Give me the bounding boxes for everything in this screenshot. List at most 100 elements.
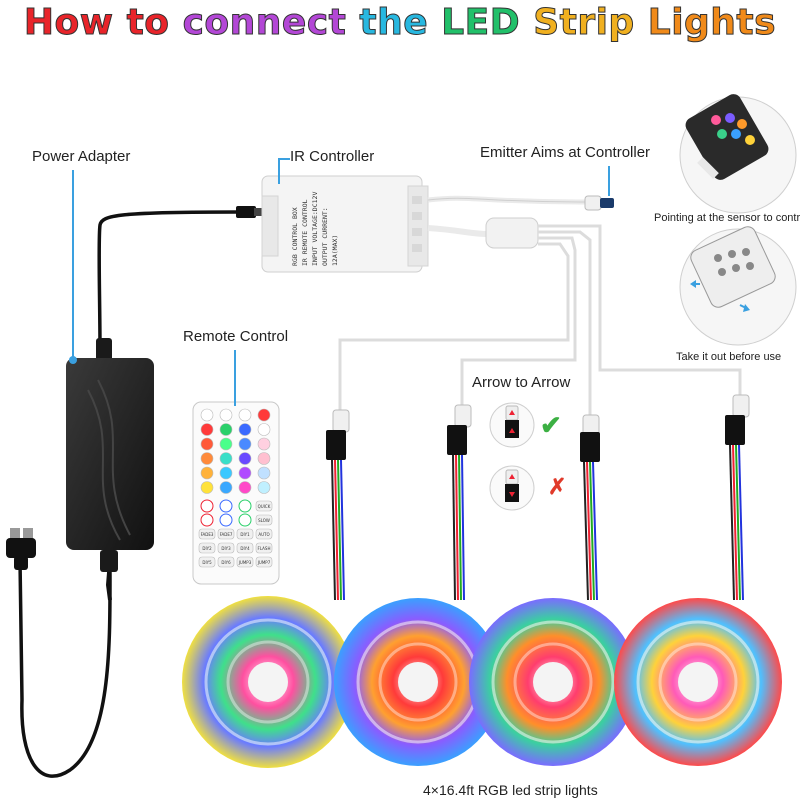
remote-text-key	[255, 500, 273, 512]
remote-control-leader	[234, 350, 236, 406]
inset-take-out	[679, 226, 797, 346]
arrow-to-arrow-label: Arrow to Arrow	[472, 374, 571, 391]
arrow-inset-correct	[489, 402, 535, 448]
ir-controller-label: IR Controller	[290, 148, 375, 165]
remote-key-label: AUTO	[258, 532, 269, 537]
led-reel	[614, 598, 782, 766]
page-title: How to connect the LED Strip Lights	[0, 2, 800, 52]
led-reel	[334, 598, 502, 766]
controller-text-line: INPUT VOLTAGE:DC12V	[311, 191, 319, 266]
led-reel	[182, 596, 354, 768]
remote-text-key	[255, 528, 273, 540]
remote-color-key	[238, 452, 252, 465]
remote-key-label: QUICK	[258, 504, 271, 509]
remote-text-key	[217, 556, 235, 568]
power-adapter	[18, 210, 241, 778]
remote-color-key	[200, 437, 214, 451]
remote-color-key	[257, 408, 271, 422]
remote-color-key	[219, 481, 233, 494]
remote-color-key	[200, 423, 214, 436]
rgb-connectors	[326, 394, 750, 462]
power-adapter-leader	[72, 170, 74, 360]
remote-color-key	[238, 481, 252, 494]
remote-color-key	[200, 466, 214, 480]
remote-text-key	[198, 556, 216, 568]
remote-arrow-key	[200, 513, 214, 527]
remote-arrow-key	[219, 513, 233, 527]
dc-cable	[97, 210, 241, 351]
remote-text-key	[255, 542, 273, 554]
remote-color-key	[200, 452, 214, 465]
controller-text-block: RGB CONTROL BOX IR REMOTE CONTROL INPUT …	[290, 186, 360, 266]
title-word: connect	[182, 2, 347, 44]
title-word: LED	[441, 2, 521, 44]
remote-arrow-key	[200, 499, 214, 513]
inset-pointing	[679, 94, 797, 214]
remote-text-key	[217, 542, 235, 554]
ac-cord	[18, 559, 112, 778]
remote-key-label: DIY5	[202, 560, 212, 565]
remote-text-key	[217, 528, 235, 540]
ac-plug	[6, 528, 36, 570]
ir-controller-box	[261, 175, 429, 273]
remote-color-key	[238, 466, 252, 480]
remote-color-key	[219, 466, 233, 480]
title-word: Lights	[647, 2, 777, 44]
remote-text-key	[236, 528, 254, 540]
pointing-caption: Pointing at the sensor to control	[654, 212, 800, 224]
ir-controller-leader-h	[278, 158, 290, 160]
title-word: to	[126, 2, 170, 44]
remote-color-key	[257, 437, 271, 451]
check-mark: ✔	[540, 410, 562, 440]
remote-color-key	[257, 452, 271, 465]
remote-key-label: FADE7	[220, 532, 233, 537]
remote-color-key	[219, 423, 233, 436]
emitter-label: Emitter Aims at Controller	[480, 144, 651, 161]
remote-text-key	[198, 528, 216, 540]
remote-color-key	[238, 408, 252, 422]
remote-color-key	[200, 481, 214, 494]
remote-color-key	[200, 408, 214, 422]
remote-key-label: DIY1	[240, 532, 250, 537]
remote-key-label: DIY4	[240, 546, 250, 551]
remote-key-label: DIY3	[221, 546, 231, 551]
remote-color-key	[238, 423, 252, 436]
remote-color-key	[257, 481, 271, 494]
remote-key-label: JUMP7	[257, 560, 271, 565]
remote-key-label: FADE3	[201, 532, 214, 537]
title-word: the	[359, 2, 429, 44]
rgb-cables	[331, 444, 744, 601]
ir-controller-leader-v	[278, 158, 280, 184]
remote-arrow-key	[219, 499, 233, 513]
led-reel	[469, 598, 637, 766]
power-adapter-label: Power Adapter	[32, 148, 131, 165]
remote-color-key	[219, 437, 233, 451]
title-word: How	[23, 2, 114, 44]
remote-text-key	[255, 556, 273, 568]
remote-color-key	[257, 466, 271, 480]
remote-key-label: DIY2	[202, 546, 212, 551]
remote-color-key	[219, 408, 233, 422]
remote-arrow-key	[238, 513, 252, 527]
remote-control-label: Remote Control	[183, 328, 289, 345]
take-out-caption: Take it out before use	[676, 351, 782, 363]
strips-caption: 4×16.4ft RGB led strip lights	[423, 782, 598, 798]
remote-text-key	[236, 542, 254, 554]
remote-color-key	[219, 452, 233, 465]
output-wires	[338, 224, 742, 420]
controller-text-line: RGB CONTROL BOX	[291, 207, 299, 266]
remote-text-key	[236, 556, 254, 568]
remote-key-label: JUMP3	[238, 560, 252, 565]
controller-text-line: OUTPUT CURRENT: 12A(MAX)	[321, 207, 339, 266]
emitter-leader	[608, 166, 610, 196]
remote-key-label: FLASH	[258, 546, 271, 551]
cross-mark: ✗	[548, 474, 567, 499]
controller-text-line: IR REMOTE CONTROL	[301, 199, 309, 266]
remote-text-key	[198, 542, 216, 554]
remote-color-key	[238, 437, 252, 451]
remote-text-key	[255, 514, 273, 526]
remote-key-label: SLOW	[258, 518, 270, 523]
title-word: Strip	[533, 2, 635, 44]
